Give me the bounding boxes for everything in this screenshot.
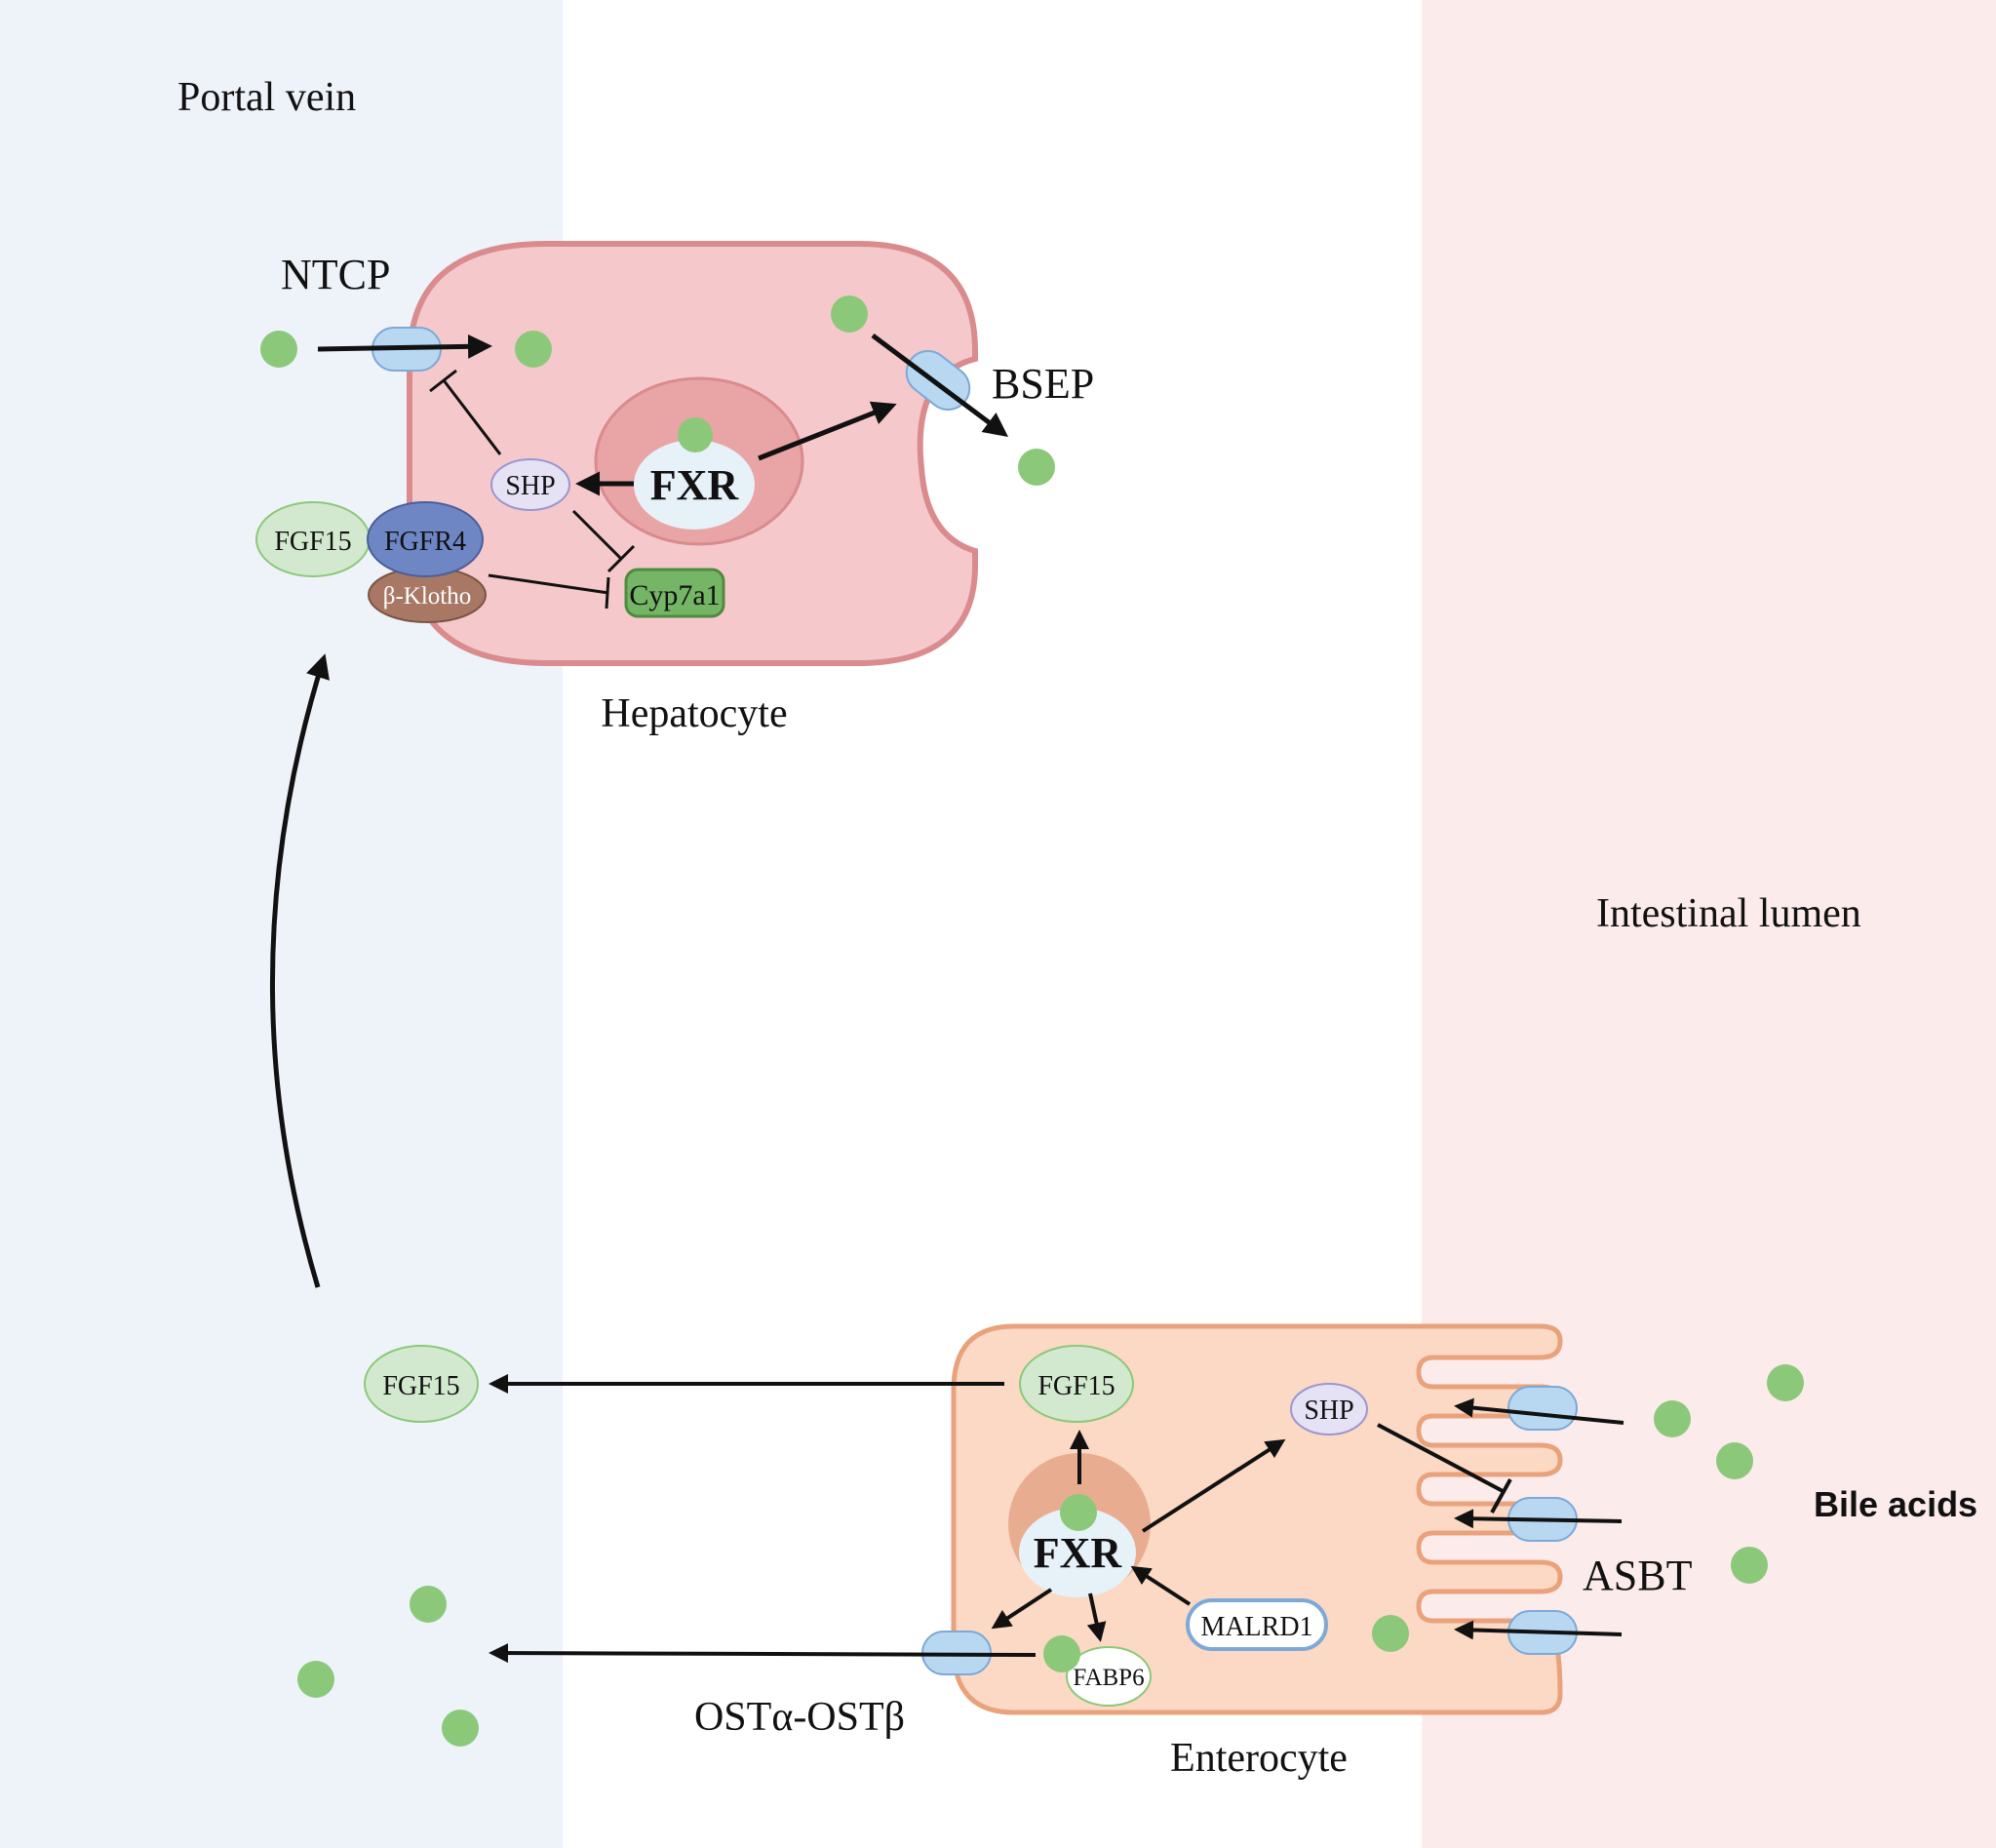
- enterocyte-fgf15: [1019, 1345, 1134, 1423]
- enterocyte-shp-label: SHP: [1304, 1396, 1353, 1426]
- enterocyte-fxr: [1019, 1508, 1136, 1597]
- bile-acid-dot: [410, 1586, 447, 1623]
- fabp6-label: FABP6: [1073, 1665, 1144, 1691]
- bile-acid-dot: [1372, 1615, 1409, 1652]
- portal-return-arrow: [270, 653, 330, 1288]
- fxr-to-shp-arrow: [1141, 1438, 1286, 1533]
- asbt-transporter: [1507, 1386, 1578, 1431]
- portal-fgf15-label: FGF15: [382, 1371, 459, 1401]
- bile-acid-dot: [1731, 1547, 1768, 1584]
- shp-inhibits-ntcp: [442, 379, 502, 455]
- portal-vein-label: Portal vein: [177, 75, 356, 120]
- fabp6: [1066, 1646, 1152, 1707]
- hepatocyte-fgf15-label: FGF15: [274, 527, 351, 557]
- enterocyte: FXR FGF15 SHP MALRD1 FABP6 OSTα-OSTβ: [489, 1323, 1693, 1781]
- malrd1-box: [1186, 1598, 1328, 1651]
- hepatocyte-shp: [490, 458, 570, 511]
- bile-acid-dot: [678, 417, 713, 452]
- inhibition-bar: [1490, 1478, 1512, 1514]
- fgfr4-label: FGFR4: [384, 527, 466, 557]
- ntcp-label: NTCP: [281, 251, 390, 298]
- hepatocyte: FXR NTCP BSEP SHP Cyp7a1 FGF15 β-Klotho: [255, 241, 1094, 736]
- fxr-to-ost-arrow: [991, 1588, 1053, 1630]
- fgfr4: [367, 501, 484, 577]
- asbt-uptake-arrow: [1454, 1620, 1623, 1640]
- inhibition-bar: [605, 576, 610, 609]
- hepatocyte-shp-label: SHP: [505, 471, 555, 501]
- enterocyte-label: Enterocyte: [1170, 1736, 1348, 1781]
- klotho-inhibits-cyp7a1: [488, 573, 609, 595]
- ost-label: OSTα-OSTβ: [694, 1695, 905, 1740]
- bile-acid-dot: [1767, 1364, 1804, 1401]
- portal-fgf15: [364, 1345, 479, 1423]
- bile-acid-dot: [515, 331, 552, 368]
- malrd1-to-fxr-arrow: [1130, 1565, 1192, 1606]
- shp-inhibits-asbt: [1377, 1423, 1506, 1494]
- bile-acids-label: Bile acids: [1814, 1484, 1977, 1524]
- intestinal-lumen-region: [1422, 0, 1996, 1848]
- enterocyte-shp: [1290, 1383, 1368, 1435]
- asbt-uptake-arrow: [1454, 1397, 1624, 1425]
- bile-acid-dot: [1043, 1635, 1080, 1672]
- fxr-to-fabp6-arrow: [1086, 1592, 1107, 1642]
- asbt-label: ASBT: [1583, 1552, 1693, 1599]
- asbt-uptake-arrow: [1454, 1509, 1623, 1529]
- hepatocyte-fxr-label: FXR: [650, 461, 740, 509]
- hepatocyte-fxr: [634, 440, 755, 530]
- bsep-efflux-arrow: [871, 333, 1009, 437]
- bile-acid-dot: [1060, 1494, 1097, 1531]
- enterocyte-fxr-label: FXR: [1034, 1529, 1123, 1577]
- intestinal-lumen-label: Intestinal lumen: [1596, 891, 1861, 936]
- bile-acid-dot: [1716, 1442, 1753, 1479]
- bile-acid-dot: [1018, 449, 1055, 486]
- shp-inhibits-cyp7a1: [571, 509, 623, 561]
- malrd1-label: MALRD1: [1200, 1612, 1312, 1642]
- bile-acid-dot: [297, 1661, 334, 1698]
- klotho-label: β-Klotho: [383, 583, 472, 609]
- bsep-label: BSEP: [992, 360, 1094, 408]
- ntcp-uptake-arrow: [317, 334, 492, 359]
- hepatocyte-label: Hepatocyte: [601, 691, 787, 736]
- inhibition-bar: [429, 369, 457, 393]
- bile-acid-dot: [260, 331, 297, 368]
- bile-acid-dot: [1654, 1400, 1691, 1437]
- bile-acid-dot: [442, 1710, 479, 1747]
- ost-efflux-arrow: [489, 1643, 1037, 1664]
- inhibition-bar: [607, 544, 636, 573]
- cyp7a1-label: Cyp7a1: [629, 579, 720, 611]
- cyp7a1-box: [624, 568, 725, 618]
- bile-acid-dot: [831, 295, 868, 333]
- enterocyte-fgf15-label: FGF15: [1037, 1371, 1115, 1401]
- fxr-to-bsep-arrow: [758, 401, 897, 461]
